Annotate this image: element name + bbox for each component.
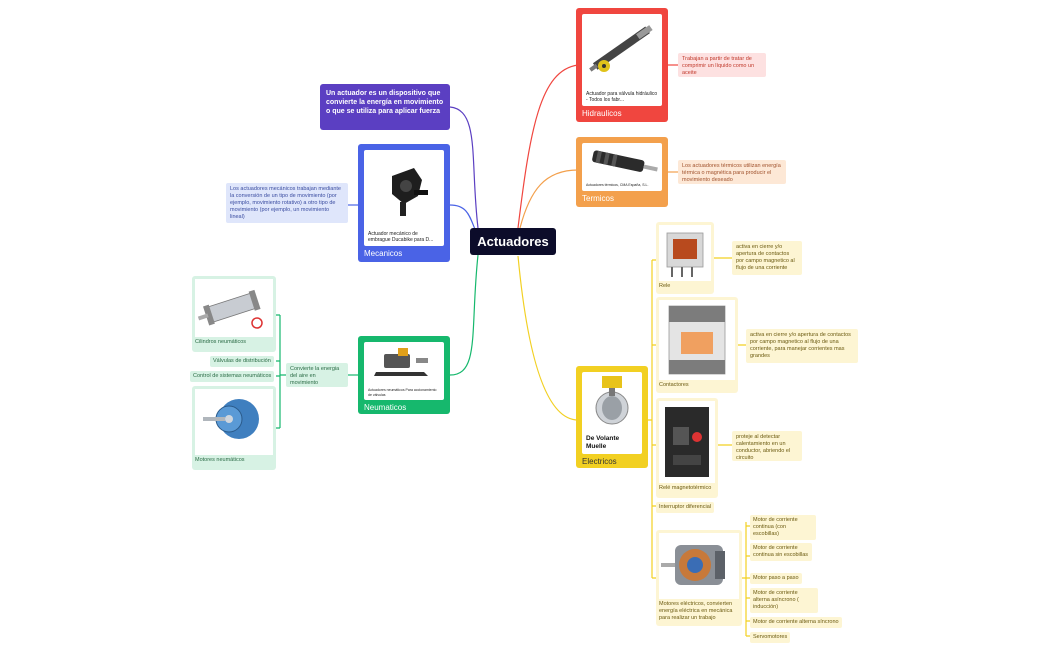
termicos-title: Termicos bbox=[582, 194, 615, 203]
servomotores[interactable]: Servomotores bbox=[750, 632, 791, 643]
electricos-item-rele-magnetotermico[interactable]: Relé magnetotérmico bbox=[656, 398, 718, 498]
hidraulicos-caption: Actuador para válvula hidráulico - Todos… bbox=[586, 91, 658, 103]
motores-neumaticos-label: Motores neumáticos bbox=[195, 457, 245, 463]
pneumatic-motor-icon bbox=[203, 399, 259, 439]
neumaticos-item-control[interactable]: Control de sistemas neumáticos bbox=[190, 371, 275, 382]
link-hidraulicos bbox=[517, 64, 579, 229]
hydraulic-actuator-icon bbox=[589, 25, 653, 72]
definition-text: Un actuador es un dispositivo que convie… bbox=[326, 90, 444, 115]
thermal-actuator-icon bbox=[592, 150, 658, 172]
butterfly-valve-icon bbox=[595, 376, 629, 425]
relay-icon bbox=[666, 232, 704, 277]
pneumatic-actuator-icon bbox=[374, 348, 428, 376]
mecanicos-node[interactable]: Actuador mecánico de embrague Ducabike p… bbox=[358, 144, 450, 262]
link-definicion bbox=[449, 106, 479, 229]
cilindros-label: Cilindros neumáticos bbox=[195, 339, 247, 345]
electricos-item-motores[interactable]: Motores eléctricos, convierten energía e… bbox=[656, 530, 742, 626]
rele-note[interactable]: activa en cierre y/o apertura de contact… bbox=[732, 241, 802, 275]
termicos-node[interactable]: Actuadores térmicos, CMA España, S.L. Te… bbox=[576, 137, 668, 207]
electricos-title: Electricos bbox=[582, 457, 617, 466]
motor-cc-sin-escobillas[interactable]: Motor de corriente continua sin escobill… bbox=[750, 543, 812, 561]
neumaticos-caption: Actuadores neumáticos Para accionamiento… bbox=[368, 388, 437, 397]
mecanicos-title: Mecanicos bbox=[364, 249, 403, 258]
electric-motor-icon bbox=[661, 545, 725, 585]
electricos-caption: De Volante Muelle bbox=[586, 435, 620, 450]
root-node[interactable]: Actuadores bbox=[470, 228, 556, 255]
mecanicos-caption: Actuador mecánico de embrague Ducabike p… bbox=[368, 231, 434, 243]
definition-node[interactable]: Un actuador es un dispositivo que convie… bbox=[320, 84, 450, 130]
termicos-caption: Actuadores térmicos, CMA España, S.L. bbox=[586, 183, 649, 187]
termicos-note[interactable]: Los actuadores térmicos utilizan energía… bbox=[678, 160, 786, 184]
mechanical-actuator-icon bbox=[392, 168, 428, 216]
link-termicos bbox=[519, 169, 579, 229]
hidraulicos-note[interactable]: Trabajan a partir de tratar de comprimir… bbox=[678, 53, 766, 77]
neumaticos-item-valvulas[interactable]: Válvulas de distribución bbox=[210, 356, 274, 367]
electricos-item-rele[interactable]: Rele bbox=[656, 222, 714, 294]
hidraulicos-title: Hidraulicos bbox=[582, 109, 622, 118]
contactores-note[interactable]: activa en cierre y/o apertura de contact… bbox=[746, 329, 858, 363]
hidraulicos-image: Actuador para válvula hidráulico - Todos… bbox=[582, 14, 662, 106]
motor-ca-asincrono[interactable]: Motor de corriente alterna asíncrono ( i… bbox=[750, 588, 818, 613]
neumaticos-item-cilindros[interactable]: Cilindros neumáticos bbox=[192, 276, 276, 352]
thermal-magnetic-relay-icon bbox=[665, 407, 709, 477]
electricos-item-interruptor[interactable]: Interruptor diferencial bbox=[656, 502, 714, 513]
motor-cc-escobillas[interactable]: Motor de corriente continua (con escobil… bbox=[750, 515, 816, 540]
rele-magnetotermico-note[interactable]: proteje al detectar calentamiento en un … bbox=[732, 431, 802, 461]
motores-electricos-label: Motores eléctricos, convierten energía e… bbox=[659, 601, 733, 621]
pneumatic-cylinder-icon bbox=[197, 289, 263, 329]
neumaticos-title: Neumaticos bbox=[364, 403, 407, 412]
neumaticos-note[interactable]: Convierte la energia del aire en movimie… bbox=[286, 363, 348, 387]
rele-magnetotermico-label: Relé magnetotérmico bbox=[659, 485, 712, 491]
electricos-node[interactable]: De Volante Muelle Electricos bbox=[576, 366, 648, 468]
contactores-label: Contactores bbox=[659, 382, 689, 388]
rele-label: Rele bbox=[659, 283, 671, 289]
electricos-image: De Volante Muelle bbox=[582, 372, 642, 454]
termicos-image: Actuadores térmicos, CMA España, S.L. bbox=[582, 143, 662, 191]
root-title: Actuadores bbox=[477, 234, 549, 249]
neumaticos-item-motores[interactable]: Motores neumáticos bbox=[192, 386, 276, 470]
motor-paso-a-paso[interactable]: Motor paso a paso bbox=[750, 573, 802, 584]
mecanicos-image: Actuador mecánico de embrague Ducabike p… bbox=[364, 150, 444, 246]
mecanicos-note[interactable]: Los actuadores mecánicos trabajan median… bbox=[226, 183, 348, 223]
neumaticos-image: Actuadores neumáticos Para accionamiento… bbox=[364, 342, 444, 400]
contactor-icon bbox=[668, 305, 726, 375]
motor-ca-sincrono[interactable]: Motor de corriente alterna síncrono bbox=[750, 617, 842, 628]
neumaticos-node[interactable]: Actuadores neumáticos Para accionamiento… bbox=[358, 336, 450, 414]
link-electricos bbox=[517, 255, 579, 421]
link-neumaticos bbox=[449, 254, 479, 376]
electricos-item-contactores[interactable]: Contactores bbox=[656, 297, 738, 393]
hidraulicos-node[interactable]: Actuador para válvula hidráulico - Todos… bbox=[576, 8, 668, 122]
